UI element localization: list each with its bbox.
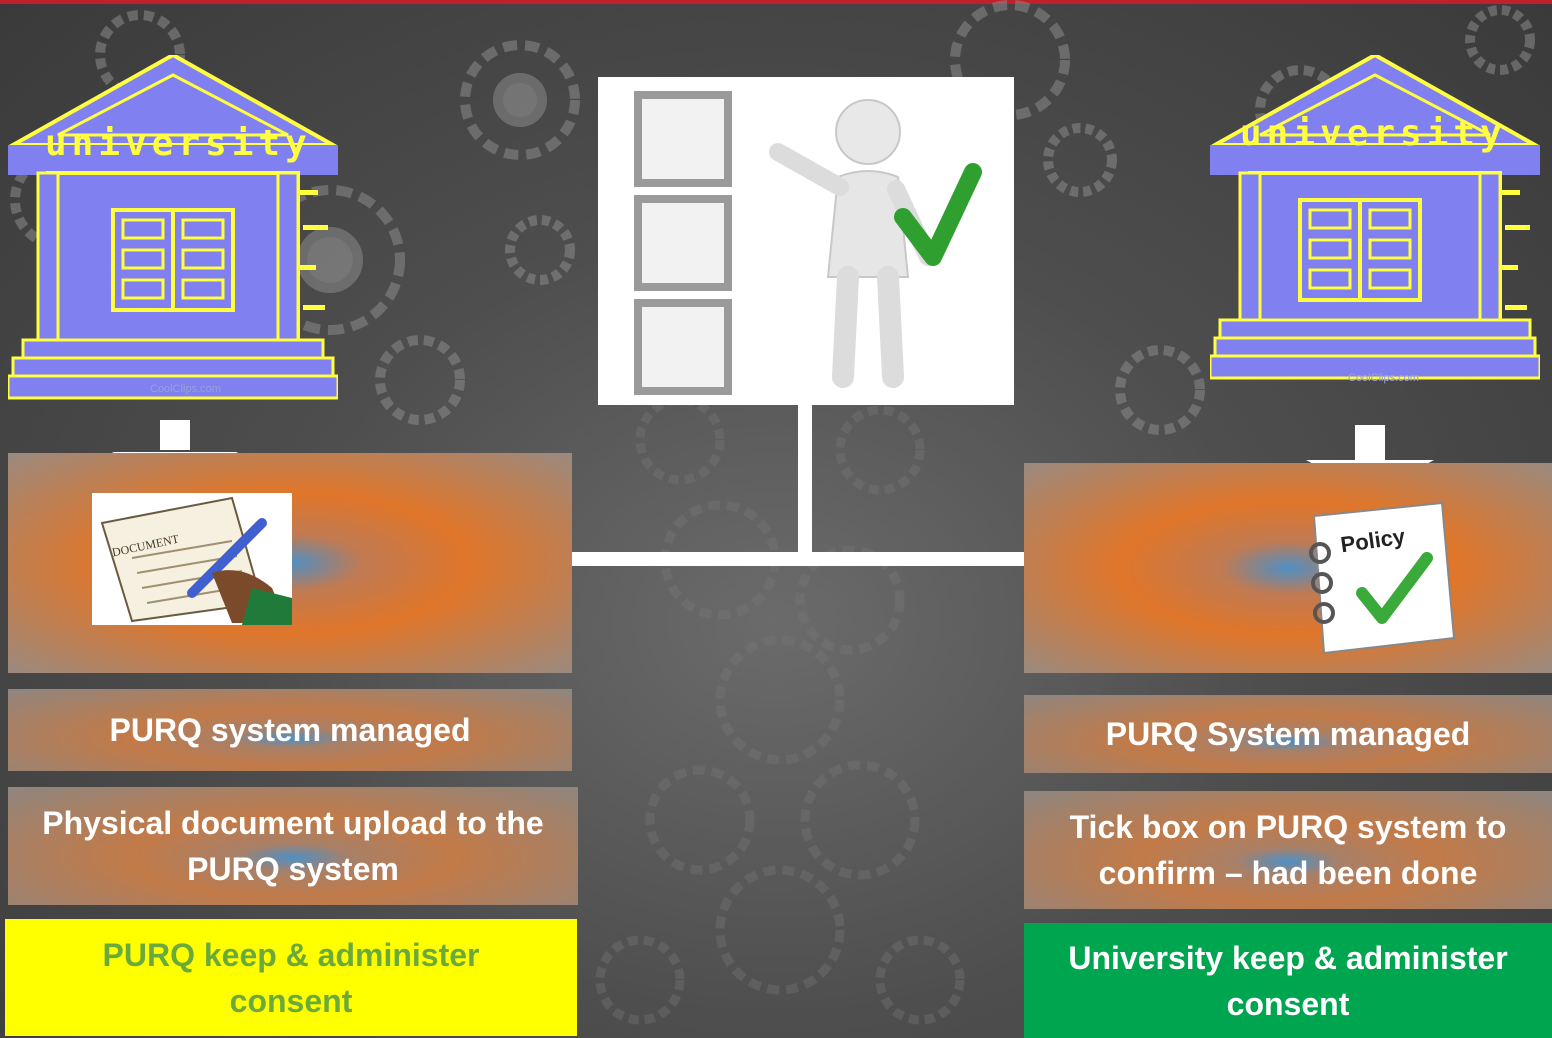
policy-checklist-icon: Policy (1309, 501, 1456, 655)
left-managed-box: PURQ system managed (8, 689, 572, 771)
right-building-label: university (1240, 113, 1507, 154)
left-university-building (8, 55, 338, 400)
right-managed-text: PURQ System managed (1105, 716, 1471, 752)
left-upload-box: Physical document upload to the PURQ sys… (8, 787, 578, 905)
checklist-person-illustration (598, 77, 1014, 405)
left-managed-text: PURQ system managed (109, 712, 471, 748)
left-building-label: university (45, 123, 312, 164)
right-consent-box: University keep & administer consent (1024, 923, 1552, 1038)
right-tickbox-box: Tick box on PURQ system to confirm – had… (1024, 791, 1552, 909)
right-consent-text: University keep & administer consent (1068, 939, 1508, 1022)
right-policy-panel (1024, 463, 1552, 673)
top-accent-bar (0, 0, 1552, 4)
document-signing-icon: DOCUMENT (92, 493, 292, 625)
right-managed-box: PURQ System managed (1024, 695, 1552, 773)
right-university-building (1210, 55, 1540, 380)
left-consent-text: PURQ keep & administer consent (102, 936, 480, 1019)
right-tickbox-text: Tick box on PURQ system to confirm – had… (1069, 809, 1507, 891)
left-watermark: CoolClips.com (150, 383, 221, 395)
right-watermark: CoolClips.com (1348, 372, 1419, 384)
left-consent-box: PURQ keep & administer consent (5, 919, 577, 1036)
left-upload-text: Physical document upload to the PURQ sys… (42, 805, 544, 887)
